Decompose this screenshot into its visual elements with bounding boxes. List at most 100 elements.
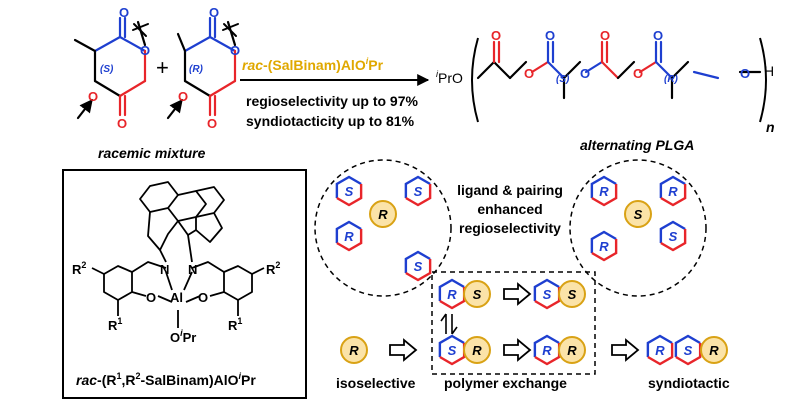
- note-line-2: enhanced: [477, 201, 542, 217]
- left-cluster-monomer: S: [335, 175, 363, 207]
- left-cluster-monomer: S: [404, 250, 432, 282]
- polymer-left-bracket: [471, 37, 479, 123]
- box-bottom-product-catalyst-label: R: [567, 343, 577, 358]
- right-cluster-monomer: R: [659, 175, 687, 207]
- polymer-o-8: O: [740, 66, 750, 81]
- box-bottom-catalyst: R: [463, 336, 491, 364]
- complex-oipr: OiPr: [170, 328, 196, 345]
- monomer-r-o-ring: O: [230, 43, 240, 58]
- left-cluster-monomer-label: S: [414, 259, 423, 274]
- syndiotacticity-text: syndiotacticity up to 81%: [246, 113, 415, 129]
- box-top-product-catalyst: S: [558, 280, 586, 308]
- right-cluster-catalyst: S: [624, 200, 652, 228]
- syndio-catalyst: R: [700, 336, 728, 364]
- complex-caption: rac-(R1,R2-SalBinam)AlOiPr: [76, 371, 256, 388]
- complex-r2-left: R2: [72, 260, 86, 277]
- right-cluster-catalyst-label: S: [634, 207, 643, 222]
- complex-n-left: N: [160, 262, 169, 277]
- right-cluster-monomer-label: R: [668, 184, 678, 199]
- syndio-label: syndiotactic: [648, 375, 730, 391]
- complex-n-right: N: [188, 262, 197, 277]
- complex-structure: [91, 181, 265, 328]
- syndio-monomer-label: R: [655, 343, 665, 358]
- box-bottom-product-monomer: R: [533, 334, 561, 366]
- left-cluster-catalyst: R: [369, 200, 397, 228]
- monomer-s-stereo: (S): [100, 64, 114, 75]
- polymer-o-4: O: [580, 66, 590, 81]
- box-top-catalyst: S: [463, 280, 491, 308]
- right-cluster-monomer-label: S: [669, 229, 678, 244]
- iso-catalyst: R: [340, 336, 368, 364]
- polymer-o-1: O: [491, 28, 501, 43]
- complex-o-left: O: [146, 290, 156, 305]
- polymer-stereo-r: (R): [664, 74, 679, 85]
- iso-label: isoselective: [336, 375, 416, 391]
- racemic-mixture-label: racemic mixture: [98, 145, 206, 161]
- left-cluster-monomer: S: [404, 175, 432, 207]
- polymer-o-5: O: [600, 28, 610, 43]
- polymer-backbone: [476, 40, 762, 100]
- box-top-catalyst-label: S: [473, 287, 482, 302]
- left-cluster-monomer-label: S: [345, 184, 354, 199]
- polymer-o-6: O: [633, 66, 643, 81]
- box-top-product-catalyst-label: S: [568, 287, 577, 302]
- right-cluster-monomer: R: [590, 175, 618, 207]
- polymer-end-group: iPrO: [436, 69, 463, 86]
- box-top-product-monomer: S: [533, 278, 561, 310]
- box-bottom-product-monomer-label: R: [542, 343, 552, 358]
- syndio-monomer-label: S: [684, 343, 693, 358]
- monomer-s-o-top: O: [119, 5, 129, 20]
- iso-catalyst-label: R: [349, 343, 359, 358]
- box-bottom-arrow: [503, 338, 532, 362]
- exchange-label: polymer exchange: [444, 375, 567, 391]
- equilibrium-up: [440, 313, 447, 334]
- complex-al: Al: [170, 290, 183, 305]
- right-cluster-monomer-label: R: [599, 239, 609, 254]
- right-cluster-monomer: S: [659, 220, 687, 252]
- iso-arrow: [389, 338, 418, 362]
- polymer-o-2: O: [524, 66, 534, 81]
- monomer-s-o-ring: O: [140, 43, 150, 58]
- polymer-name: alternating PLGA: [580, 137, 694, 153]
- left-cluster-monomer: R: [335, 220, 363, 252]
- monomer-r-o-bottom: O: [207, 116, 217, 131]
- exchange-box: [431, 271, 596, 375]
- complex-o-right: O: [198, 290, 208, 305]
- complex-box: [62, 169, 307, 399]
- right-cluster-monomer-label: R: [599, 184, 609, 199]
- polymer-o-3: O: [545, 28, 555, 43]
- complex-r2-right: R2: [266, 260, 280, 277]
- polymer-repeat-n: n: [766, 119, 775, 135]
- monomer-r-o-ring-low: O: [178, 89, 188, 104]
- right-cluster-circle: [569, 159, 707, 297]
- box-bottom-monomer: S: [438, 334, 466, 366]
- note-line-1: ligand & pairing: [457, 182, 563, 198]
- monomer-r-stereo: (R): [189, 64, 204, 75]
- left-cluster-monomer-label: R: [344, 229, 354, 244]
- box-bottom-monomer-label: S: [448, 343, 457, 358]
- syndio-monomer: S: [674, 334, 702, 366]
- left-cluster-monomer-label: S: [414, 184, 423, 199]
- left-cluster-catalyst-label: R: [378, 207, 388, 222]
- catalyst-label: rac-(SalBinam)AlOiPr: [242, 56, 384, 73]
- monomer-s-o-ring-low: O: [88, 89, 98, 104]
- regioselectivity-text: regioselectivity up to 97%: [246, 93, 418, 109]
- equilibrium-down: [451, 314, 458, 335]
- plus-sign: +: [156, 55, 169, 80]
- box-top-monomer-label: R: [447, 287, 457, 302]
- monomer-r-o-top: O: [209, 5, 219, 20]
- box-bottom-product-catalyst: R: [558, 336, 586, 364]
- right-cluster-monomer: R: [590, 230, 618, 262]
- box-top-product-monomer-label: S: [543, 287, 552, 302]
- monomer-r: [166, 16, 239, 120]
- polymer-o-7: O: [653, 28, 663, 43]
- box-top-monomer: R: [438, 278, 466, 310]
- note-line-3: regioselectivity: [459, 220, 561, 236]
- complex-r1-right: R1: [228, 316, 242, 333]
- syndio-catalyst-label: R: [709, 343, 719, 358]
- polymer-right-bracket: [759, 37, 767, 123]
- monomer-s-o-bottom: O: [117, 116, 127, 131]
- polymer-end-h: H: [764, 63, 774, 79]
- left-cluster-circle: [314, 159, 452, 297]
- polymer-stereo-s: (S): [556, 74, 570, 85]
